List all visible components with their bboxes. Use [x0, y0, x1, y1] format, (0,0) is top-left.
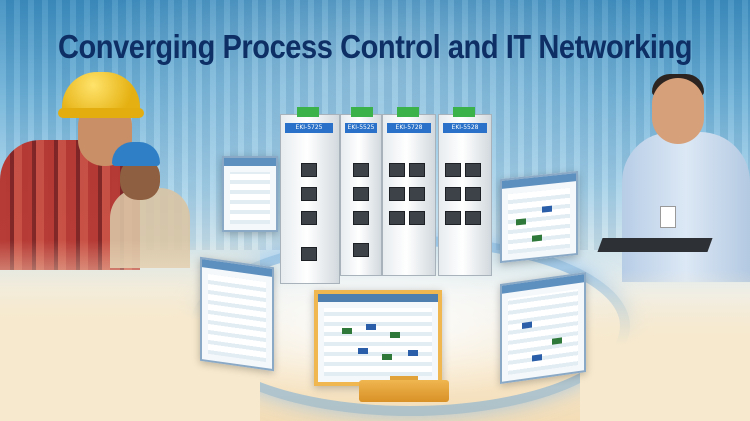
- hardhat-brim: [58, 108, 144, 118]
- terminal-block-icon: [351, 107, 373, 117]
- terminal-block-icon: [453, 107, 475, 117]
- switch-eki-5725: EKI-5725: [280, 107, 340, 284]
- switch-model-label: EKI-5725: [285, 123, 333, 133]
- terminal-block-icon: [297, 107, 319, 117]
- engineer-head: [652, 78, 704, 144]
- switch-eki-5525: EKI-5525: [340, 107, 382, 276]
- center-monitor: [314, 290, 442, 386]
- screen-right-diagram: [500, 170, 578, 264]
- terminal-block-icon: [397, 107, 419, 117]
- fade-right: [580, 270, 750, 421]
- switch-model-label: EKI-5525: [345, 123, 377, 133]
- switch-eki-5728: EKI-5728: [382, 107, 436, 276]
- monitor-stand: [359, 380, 449, 402]
- screen-left-small: [222, 156, 278, 232]
- switch-model-label: EKI-5728: [387, 123, 431, 133]
- screen-right-process: [500, 271, 586, 385]
- switch-model-label: EKI-5528: [443, 123, 487, 133]
- blue-hardhat-icon: [112, 142, 160, 166]
- laptop-icon: [597, 238, 713, 252]
- banner-title: Converging Process Control and IT Networ…: [57, 28, 693, 65]
- switch-eki-5528: EKI-5528: [438, 107, 492, 276]
- engineer-shirt: [622, 132, 750, 282]
- id-badge-icon: [660, 206, 676, 228]
- screen-left-wide: [200, 256, 274, 372]
